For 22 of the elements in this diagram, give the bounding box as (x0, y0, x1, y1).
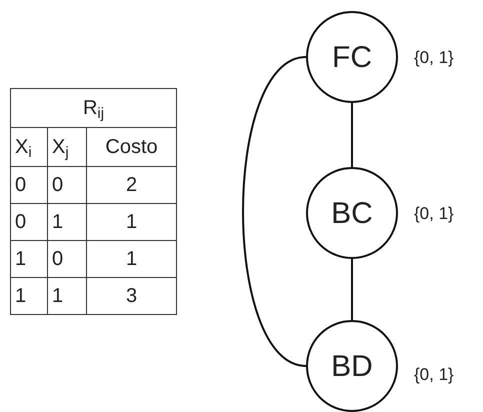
table-cell: 1 (48, 278, 86, 314)
connector-line (351, 259, 353, 320)
domain-label: {0, 1} (414, 203, 454, 225)
connector-line (242, 56, 306, 367)
domain-label: {0, 1} (414, 364, 454, 386)
table-header-cell: R$_{ij}$ (10, 88, 176, 128)
table-cell: 0 (10, 204, 48, 240)
table-cell: 0 (48, 166, 86, 204)
table-cell: 2 (86, 166, 176, 204)
table-cell: 1 (10, 278, 48, 314)
column-header-cell: X$_{i}$ (10, 128, 48, 166)
table-cell: 0 (10, 166, 48, 204)
table-cell: 1 (86, 204, 176, 240)
table-cell: 1 (10, 240, 48, 278)
connector-line (351, 103, 353, 167)
column-header-cell: X$_{j}$ (48, 128, 86, 166)
table-cell: 3 (86, 278, 176, 314)
table-cell: 1 (48, 204, 86, 240)
table-cell: 1 (86, 240, 176, 278)
domain-label: {0, 1} (414, 47, 454, 69)
table-cell: 0 (48, 240, 86, 278)
column-header-cell: Costo (86, 128, 176, 166)
